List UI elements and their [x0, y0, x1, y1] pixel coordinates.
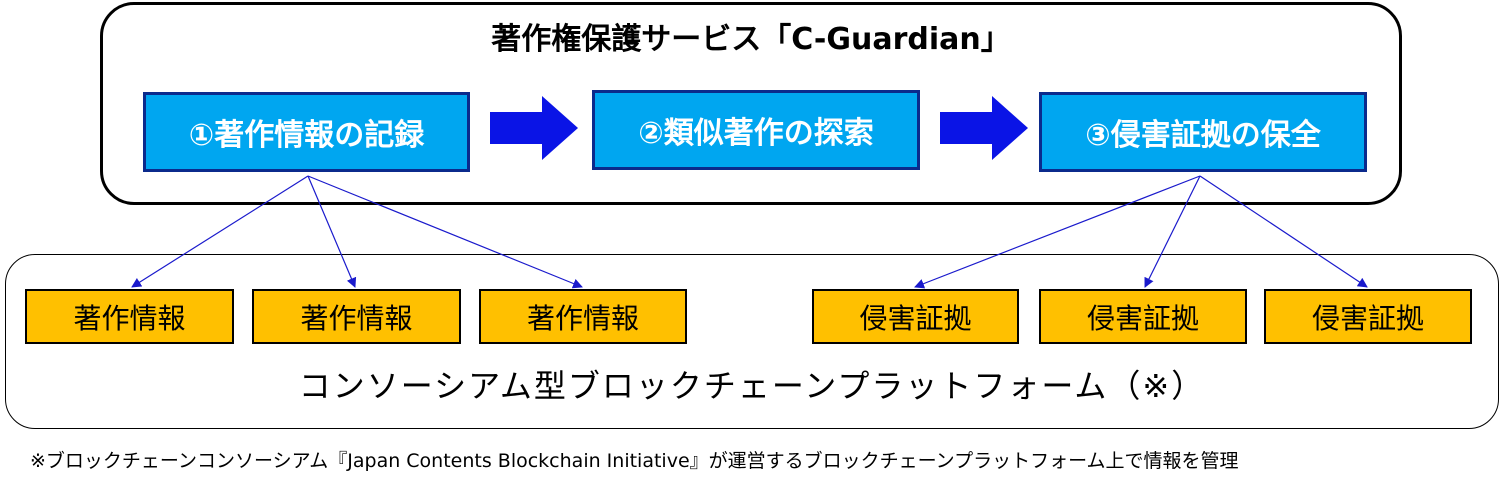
work-info-record: 著作情報: [25, 289, 234, 344]
footnote: ※ブロックチェーンコンソーシアム『Japan Contents Blockcha…: [30, 450, 1239, 472]
process-arrow-2-icon: [940, 96, 1028, 160]
work-info-record: 著作情報: [252, 289, 461, 344]
platform-label: コンソーシアム型ブロックチェーンプラットフォーム（※）: [298, 367, 1206, 405]
work-info-record: 著作情報: [479, 289, 687, 344]
infringement-evidence-record: 侵害証拠: [812, 289, 1019, 344]
step-preserve-evidence: ③侵害証拠の保全: [1039, 92, 1367, 172]
process-arrow-1-icon: [490, 96, 578, 160]
step-search-similar-works: ②類似著作の探索: [592, 90, 920, 170]
infringement-evidence-record: 侵害証拠: [1264, 289, 1472, 344]
service-title: 著作権保護サービス「C-Guardian」: [491, 22, 1011, 57]
infringement-evidence-record: 侵害証拠: [1039, 289, 1247, 344]
step-record-works: ①著作情報の記録: [143, 92, 470, 172]
